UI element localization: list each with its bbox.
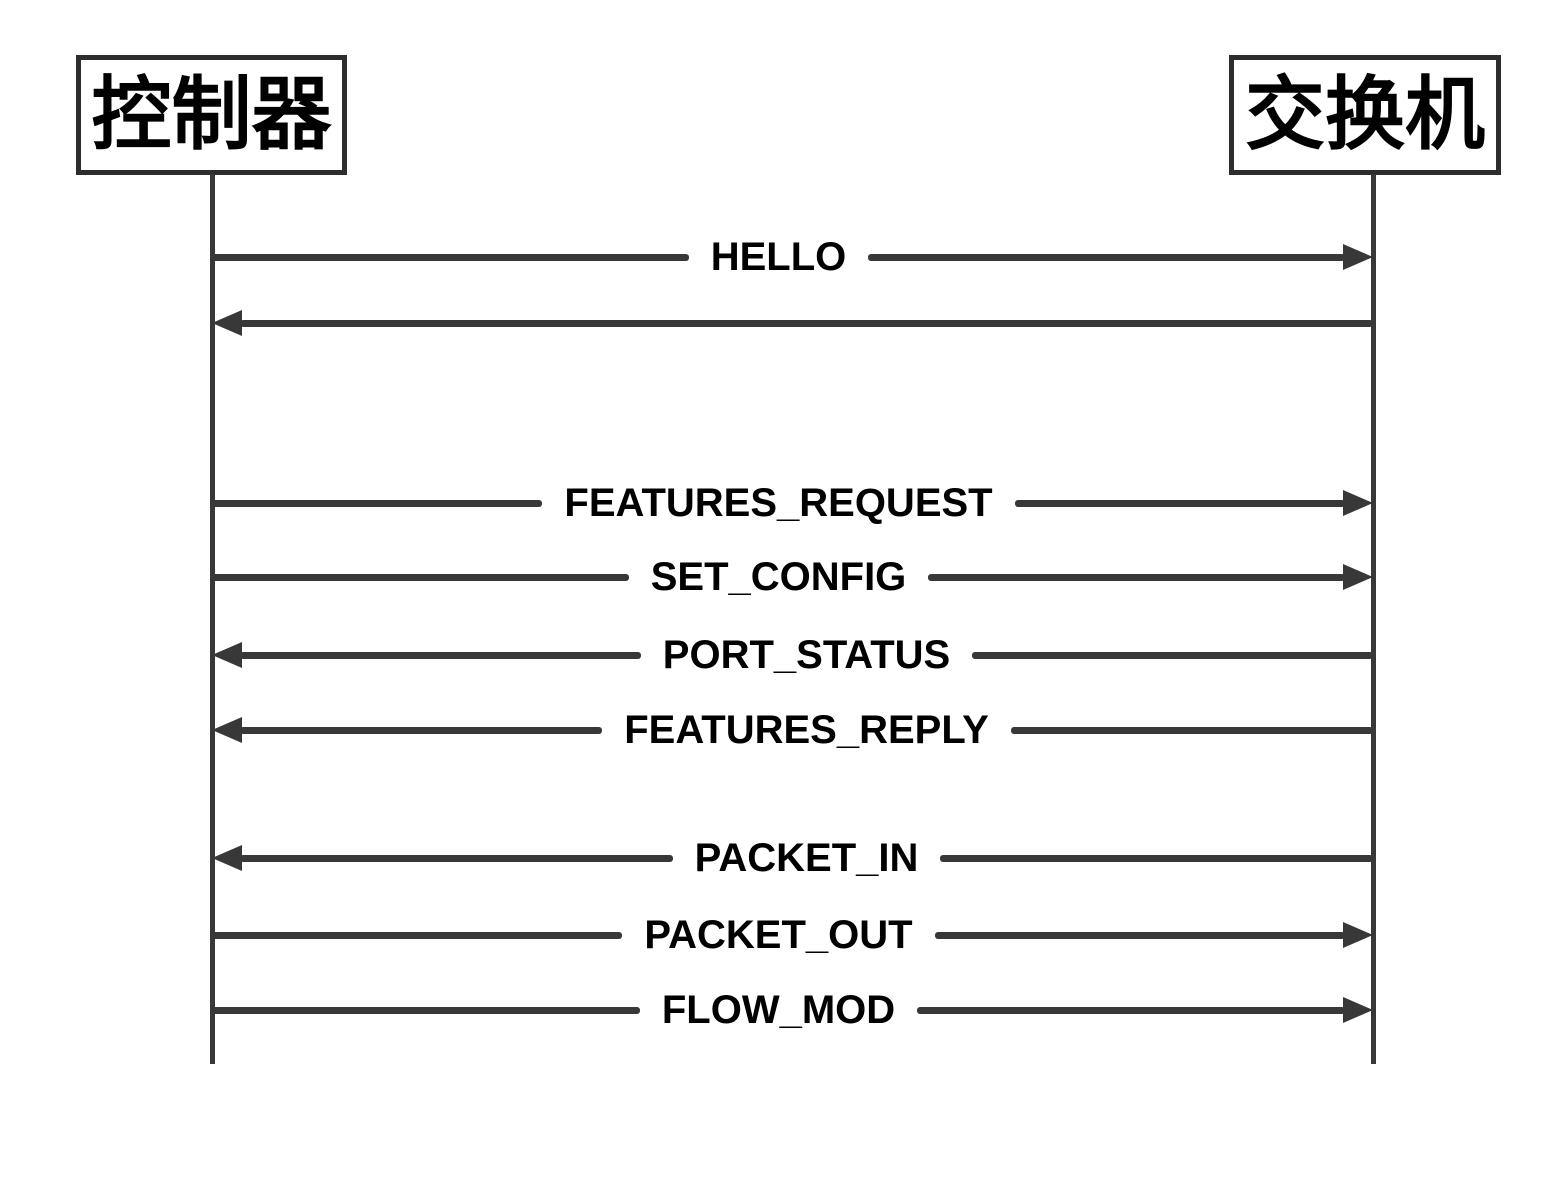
lifeline-controller xyxy=(210,174,215,1064)
arrowhead-left-icon xyxy=(212,717,242,743)
message-line xyxy=(928,573,1345,581)
message-line xyxy=(240,726,603,734)
message-line xyxy=(212,253,689,261)
arrowhead-right-icon xyxy=(1343,490,1374,516)
message-line xyxy=(212,573,629,581)
message-row-packet-out: PACKET_OUT xyxy=(212,913,1374,957)
message-line xyxy=(240,651,641,659)
message-row-port-status: PORT_STATUS xyxy=(212,633,1374,677)
message-label: FEATURES_REQUEST xyxy=(564,481,993,525)
actor-box-switch: 交换机 xyxy=(1229,55,1501,175)
message-line xyxy=(934,931,1346,939)
message-line xyxy=(917,1006,1345,1014)
message-row-packet-in: PACKET_IN xyxy=(212,836,1374,880)
message-row-features-reply: FEATURES_REPLY xyxy=(212,710,1373,750)
arrowhead-right-icon xyxy=(1343,564,1373,590)
arrowhead-right-icon xyxy=(1343,244,1374,270)
message-row-hello-reply xyxy=(212,303,1373,343)
arrowhead-left-icon xyxy=(212,642,242,668)
arrowhead-right-icon xyxy=(1343,922,1374,948)
message-label: HELLO xyxy=(710,235,847,279)
message-label: FLOW_MOD xyxy=(661,988,896,1032)
message-row-hello: HELLO xyxy=(212,235,1374,279)
message-label: PORT_STATUS xyxy=(662,633,951,677)
arrowhead-left-icon xyxy=(212,845,242,871)
message-label: FEATURES_REPLY xyxy=(624,708,989,752)
message-line xyxy=(1014,499,1346,507)
lifeline-switch xyxy=(1371,174,1376,1064)
message-row-flow-mod: FLOW_MOD xyxy=(212,990,1373,1030)
actor-controller-label: 控制器 xyxy=(91,70,332,159)
arrowhead-right-icon xyxy=(1343,997,1373,1023)
message-line xyxy=(212,1006,640,1014)
message-line xyxy=(1010,726,1373,734)
message-line xyxy=(240,854,673,862)
message-line xyxy=(972,651,1374,659)
message-line xyxy=(212,499,543,507)
arrowhead-left-icon xyxy=(212,310,242,336)
message-line xyxy=(240,319,1373,327)
message-line xyxy=(212,931,623,939)
message-label: SET_CONFIG xyxy=(650,555,907,599)
message-line xyxy=(940,854,1374,862)
actor-switch-label: 交换机 xyxy=(1245,70,1485,159)
message-label: PACKET_OUT xyxy=(644,913,913,957)
message-label: PACKET_IN xyxy=(694,836,919,880)
message-row-features-request: FEATURES_REQUEST xyxy=(212,481,1374,525)
message-line xyxy=(868,253,1346,261)
actor-box-controller: 控制器 xyxy=(76,55,347,175)
message-row-set-config: SET_CONFIG xyxy=(212,557,1373,597)
